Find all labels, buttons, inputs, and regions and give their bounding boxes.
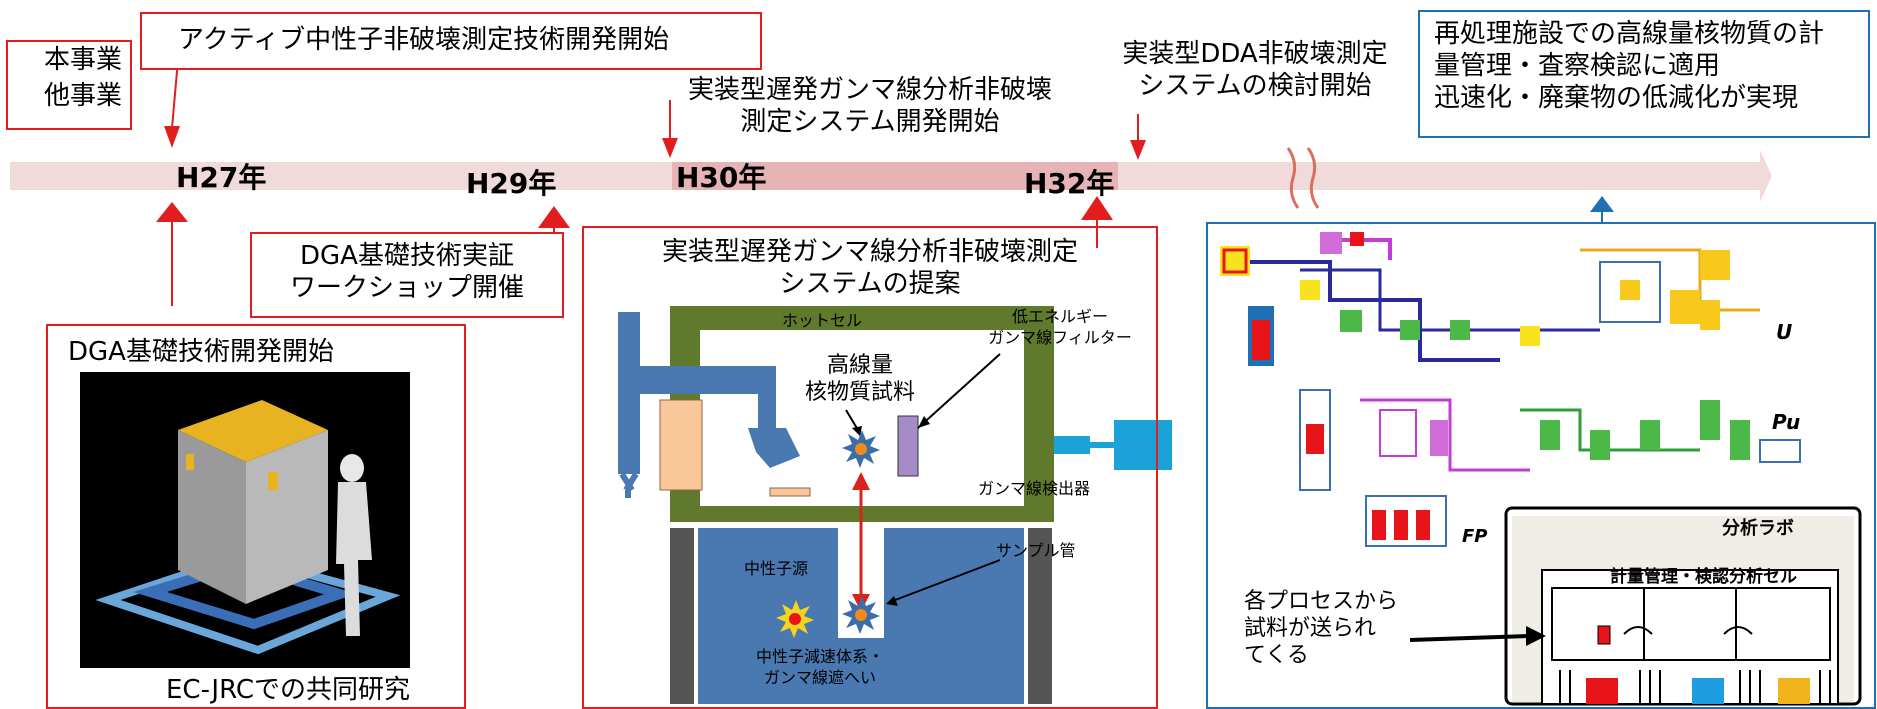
human-figure <box>340 454 364 482</box>
sample-tube-label: サンプル管 <box>996 541 1076 560</box>
sample-star <box>842 430 880 468</box>
dga-start-title: DGA基礎技術開発開始 <box>68 337 334 367</box>
sample-star-tube <box>842 596 880 634</box>
filter-label: 低エネルギー ガンマ線フィルター <box>988 307 1132 347</box>
year-h32: H32年 <box>1024 167 1115 200</box>
dga-workshop-box <box>250 232 564 318</box>
plant-flow-diagram <box>1220 232 1801 547</box>
year-h30: H30年 <box>676 161 767 194</box>
gamma-detector <box>1114 420 1172 470</box>
blue-arrow <box>1590 196 1614 212</box>
plant-label-u: U <box>1776 320 1793 344</box>
event-dda: 実装型DDA非破壊測定 システムの検討開始 <box>1122 39 1388 101</box>
goal-text: 再処理施設での高線量核物質の計 量管理・査察検認に適用 迅速化・廃棄物の低減化が… <box>1434 19 1825 113</box>
ec-jrc-caption: EC-JRCでの共同研究 <box>166 675 411 705</box>
hot-cell-label: ホットセル <box>782 311 863 330</box>
plant-label-pu: Pu <box>1772 410 1801 434</box>
storage-box <box>659 399 703 491</box>
detector-label: ガンマ線検出器 <box>978 479 1091 498</box>
moderator-label: 中性子減速体系・ ガンマ線遮へい <box>755 647 884 687</box>
lab-slot-blue <box>1692 678 1724 704</box>
goal-box <box>1418 10 1870 138</box>
event-active-neutron: アクティブ中性子非破壊測定技術開発開始 <box>178 25 670 55</box>
plant-label-fp: FP <box>1462 526 1488 547</box>
dga-cube <box>178 400 328 462</box>
legend-other-project: 他事業 <box>44 81 123 111</box>
lab-label: 分析ラボ <box>1722 518 1794 539</box>
gamma-filter <box>897 415 919 477</box>
year-h27: H27年 <box>176 161 267 194</box>
neutron-source-label: 中性子源 <box>744 559 809 578</box>
timeline-highlight <box>672 162 1118 190</box>
event-delayed-gamma: 実装型遅発ガンマ線分析非破壊 測定システム開発開始 <box>687 75 1052 137</box>
tray <box>769 487 811 497</box>
dga-start-box <box>46 324 466 709</box>
neutron-source-star <box>776 600 814 638</box>
from-process-label: 各プロセスから 試料が送られ てくる <box>1244 589 1399 668</box>
dga-workshop-text: DGA基礎技術実証 ワークショップ開催 <box>289 241 524 303</box>
cell-label: 計量管理・検認分析セル <box>1610 567 1797 587</box>
legend-own-project: 本事業 <box>44 45 123 75</box>
year-h29: H29年 <box>466 167 557 200</box>
lab-slot-red <box>1586 678 1618 704</box>
legend-box <box>6 40 132 130</box>
timeline-break <box>1286 147 1300 209</box>
timeline-break <box>1306 147 1320 209</box>
proposal-box <box>582 226 1158 709</box>
event-active-neutron-box <box>140 12 762 70</box>
plant-box <box>1206 222 1876 709</box>
sample-label: 高線量 核物質試料 <box>804 353 915 405</box>
lab-slot-yellow <box>1778 678 1810 704</box>
proposal-title: 実装型遅発ガンマ線分析非破壊測定 システムの提案 <box>661 237 1078 299</box>
